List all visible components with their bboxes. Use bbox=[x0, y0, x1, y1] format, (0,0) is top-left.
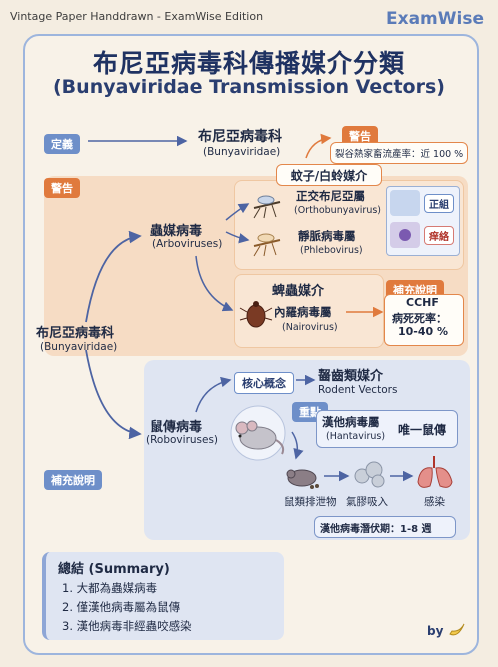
page-subtitle: (Bunyaviridae Transmission Vectors) bbox=[53, 76, 445, 98]
definition-name-cn: 布尼亞病毒科 bbox=[198, 129, 282, 145]
definition-tag: 定義 bbox=[44, 134, 80, 154]
signature: by bbox=[427, 624, 444, 638]
cell-image-2 bbox=[390, 222, 420, 248]
mouse-icon bbox=[230, 405, 286, 461]
summary-panel bbox=[42, 552, 284, 640]
summary-item-3: 3. 漢他病毒非經蟲咬感染 bbox=[62, 619, 192, 633]
summary-title: 總結 (Summary) bbox=[58, 562, 170, 577]
supplement-left-tag: 補充說明 bbox=[44, 470, 102, 490]
hanta-genus-cn: 漢他病毒屬 bbox=[322, 415, 380, 429]
definition-name-en: (Bunyaviridae) bbox=[203, 146, 281, 158]
genus1-cn: 正交布尼亞屬 bbox=[296, 189, 365, 203]
robo-name-cn: 鼠傳病毒 bbox=[150, 420, 203, 435]
page-title: 布尼亞病毒科傳播媒介分類 bbox=[92, 49, 405, 78]
summary-item-2: 2. 僅漢他病毒屬為鼠傳 bbox=[62, 600, 181, 614]
tick-note-line2: 病死死率： bbox=[392, 312, 447, 325]
rodent-vector-en: Rodent Vectors bbox=[318, 384, 398, 396]
step-droppings: 鼠類排泄物 bbox=[284, 496, 337, 508]
step-aerosol: 氣膠吸入 bbox=[346, 496, 388, 508]
arbo-name-cn: 蟲媒病毒 bbox=[150, 224, 203, 239]
tick-note-box bbox=[384, 294, 464, 346]
tick-header: 蜱蟲媒介 bbox=[272, 284, 325, 299]
tick-genus-en: (Nairovirus) bbox=[282, 322, 338, 333]
aerosol-icon bbox=[354, 461, 385, 488]
genus1-en: (Orthobunyavirus) bbox=[294, 205, 382, 216]
tick-genus-cn: 內羅病毒屬 bbox=[274, 305, 332, 319]
tick-icon bbox=[239, 301, 273, 328]
root-name-cn: 布尼亞病毒科 bbox=[36, 326, 115, 341]
hantavirus-box bbox=[316, 410, 458, 448]
rodent-vector-cn: 齧齒類媒介 bbox=[318, 369, 384, 384]
top-caption: Vintage Paper Handdrawn - ExamWise Editi… bbox=[10, 10, 264, 23]
incubation-text: 漢他病毒潛伏期：1-8 週 bbox=[320, 524, 432, 535]
robovirus-panel bbox=[144, 360, 470, 540]
genus2-cn: 靜脈病毒屬 bbox=[298, 229, 356, 243]
warning-top-text: 裂谷熱家畜流產率：近 100 % bbox=[335, 149, 464, 160]
step-infection: 感染 bbox=[424, 496, 445, 508]
rat-droppings-icon bbox=[286, 469, 319, 489]
hanta-only-text: 唯一鼠傳 bbox=[398, 423, 447, 437]
legend-label-2: 痒絡 bbox=[424, 226, 454, 245]
banana-icon bbox=[449, 623, 465, 636]
mosquito-icon bbox=[253, 195, 281, 219]
genus2-en: (Phlebovirus) bbox=[300, 245, 363, 256]
vector-header-box: 蚊子/白蛉媒介 bbox=[276, 164, 382, 186]
robo-name-en: (Roboviruses) bbox=[146, 434, 219, 446]
incubation-box bbox=[314, 516, 456, 538]
tick-note-line1: CCHF bbox=[406, 296, 439, 309]
arbo-name-en: (Arboviruses) bbox=[152, 238, 223, 250]
warning-left-tag: 警告 bbox=[44, 178, 80, 198]
tick-note-line3: 10-40 % bbox=[398, 325, 449, 338]
warning-top-box bbox=[330, 142, 468, 164]
vector-header-label: 蚊子/白蛉媒介 bbox=[290, 169, 368, 183]
root-name-en: (Bunyaviridae) bbox=[40, 341, 118, 353]
warning-top-tag: 警告 bbox=[342, 126, 378, 146]
core-concept-tag: 核心概念 bbox=[234, 372, 294, 394]
lungs-icon bbox=[417, 456, 453, 488]
legend-label-1: 正組 bbox=[424, 194, 454, 213]
sandfly-icon bbox=[253, 233, 281, 257]
cell-image-1 bbox=[390, 190, 420, 216]
hanta-genus-en: (Hantavirus) bbox=[326, 431, 386, 442]
brand-logo: ExamWise bbox=[386, 9, 484, 29]
summary-item-1: 1. 大都為蟲媒病毒 bbox=[62, 581, 158, 595]
